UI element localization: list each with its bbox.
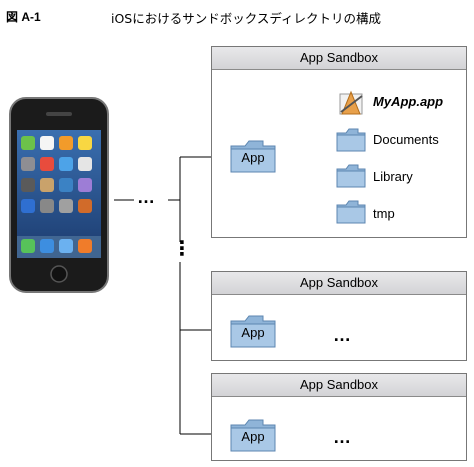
- folder-icon: [230, 140, 276, 173]
- sandbox-header: App Sandbox: [212, 272, 466, 295]
- item-label-tmp: tmp: [373, 206, 395, 221]
- sandbox-header: App Sandbox: [212, 47, 466, 70]
- ellipsis: …: [333, 427, 353, 447]
- item-label-documents: Documents: [373, 132, 439, 147]
- figure-title: iOSにおけるサンドボックスディレクトリの構成: [111, 11, 381, 26]
- folder-icon: [230, 419, 276, 452]
- ellipsis-vertical: ⋮: [172, 238, 194, 260]
- app-bundle-icon: [339, 90, 363, 115]
- ellipsis: …: [333, 325, 353, 345]
- folder-icon: [336, 128, 366, 152]
- iphone-image: [9, 97, 109, 293]
- figure-label: 図 A-1: [6, 10, 41, 24]
- app-folder-label: App: [241, 429, 265, 444]
- ellipsis-horizontal: …: [137, 187, 157, 207]
- item-label-library: Library: [373, 169, 413, 184]
- app-icons-grid: [17, 136, 101, 258]
- folder-icon: [336, 164, 366, 188]
- folder-icon: [336, 200, 366, 224]
- folder-icon: [230, 315, 276, 348]
- item-label-myapp: MyApp.app: [373, 94, 444, 109]
- app-folder-label: App: [241, 325, 265, 340]
- app-folder-label: App: [241, 150, 265, 165]
- sandbox-header: App Sandbox: [212, 374, 466, 397]
